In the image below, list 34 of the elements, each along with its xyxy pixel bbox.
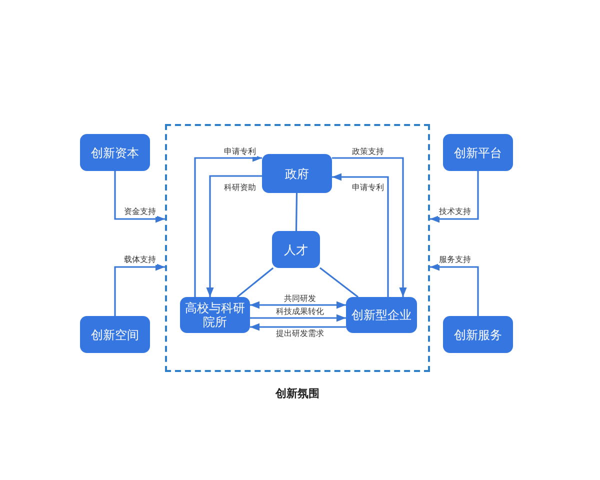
arrow [250,323,346,331]
process-box: 创新平台 [443,134,513,171]
edge-label: 载体支持 [123,255,157,265]
edge-label: 科研资助 [223,183,257,193]
process-box: 创新型企业 [346,297,417,333]
arrow [430,263,479,316]
process-box: 高校与科研院所 [180,297,250,333]
arrow [430,171,479,223]
connector-line [320,267,358,298]
edge-label: 服务支持 [438,255,472,265]
edge-label: 资金支持 [123,207,157,217]
process-box: 创新资本 [80,134,150,171]
edge-label: 提出研发需求 [275,329,325,339]
process-box: 创新服务 [443,316,513,353]
process-box: 人才 [272,231,320,268]
arrow [332,157,407,297]
arrow [194,154,262,297]
arrow [250,301,346,309]
connector-line [295,192,298,232]
edge-label: 共同研发 [283,294,317,304]
frame-caption: 创新氛围 [276,386,320,401]
arrow [206,175,262,297]
edge-label: 政策支持 [351,147,385,157]
edge-label: 申请专利 [351,183,385,193]
edge-label: 技术支持 [438,207,472,217]
edge-label: 科技成果转化 [275,307,325,317]
arrow [114,263,165,316]
process-box: 创新空间 [80,316,150,353]
connector-line [236,267,274,298]
arrow [250,314,346,322]
process-box: 政府 [262,154,332,193]
arrow [114,171,165,223]
arrow [332,173,389,297]
edge-label: 申请专利 [223,147,257,157]
